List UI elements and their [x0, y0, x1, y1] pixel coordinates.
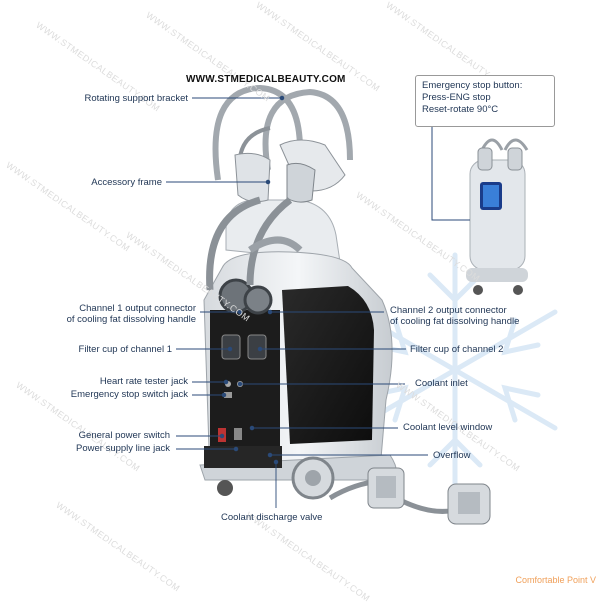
label-general-power-switch: General power switch — [78, 430, 170, 441]
corner-caption: Comfortable Point V — [515, 575, 596, 585]
main-machine — [199, 84, 491, 525]
inset-leader — [431, 124, 470, 221]
label-accessory-frame: Accessory frame — [91, 177, 162, 188]
label-emergency-stop-switch-jack: Emergency stop switch jack — [70, 389, 188, 400]
inset-machine — [466, 138, 529, 295]
emergency-stop-line-3: Reset-rotate 90°C — [422, 104, 499, 115]
emergency-stop-line-1: Emergency stop button: — [422, 80, 523, 91]
label-filter-cup-channel-1: Filter cup of channel 1 — [78, 344, 172, 355]
label-power-supply-line-jack: Power supply line jack — [76, 443, 170, 454]
label-channel-1-connector-line-1: Channel 1 output connector — [79, 303, 196, 314]
label-channel-2-connector-line-2: of cooling fat dissolving handle — [390, 316, 520, 327]
label-filter-cup-channel-2: Filter cup of channel 2 — [410, 344, 504, 355]
label-channel-1-connector: Channel 1 output connector of cooling fa… — [67, 303, 196, 325]
label-channel-1-connector-line-2: of cooling fat dissolving handle — [66, 314, 196, 325]
leader-lines — [166, 95, 428, 508]
label-coolant-inlet: Coolant inlet — [415, 378, 468, 389]
label-overflow: Overflow — [433, 450, 471, 461]
label-channel-2-connector: Channel 2 output connector of cooling fa… — [390, 305, 519, 327]
label-rotating-support-bracket: Rotating support bracket — [84, 93, 188, 104]
site-url: WWW.STMEDICALBEAUTY.COM — [186, 74, 346, 85]
label-coolant-discharge-valve: Coolant discharge valve — [221, 512, 323, 523]
emergency-stop-line-2: Press-ENG stop — [422, 92, 491, 103]
emergency-stop-text: Emergency stop button: Press-ENG stop Re… — [422, 80, 522, 116]
diagram: WWW.STMEDICALBEAUTY.COM WWW.STMEDICALBEA… — [4, 0, 596, 604]
label-channel-2-connector-line-1: Channel 2 output connector — [390, 305, 507, 316]
cooling-handles — [234, 139, 346, 203]
label-heart-rate-tester-jack: Heart rate tester jack — [99, 376, 188, 387]
emergency-stop-callout: Emergency stop button: Press-ENG stop Re… — [415, 75, 555, 127]
label-coolant-level-window: Coolant level window — [403, 422, 493, 433]
